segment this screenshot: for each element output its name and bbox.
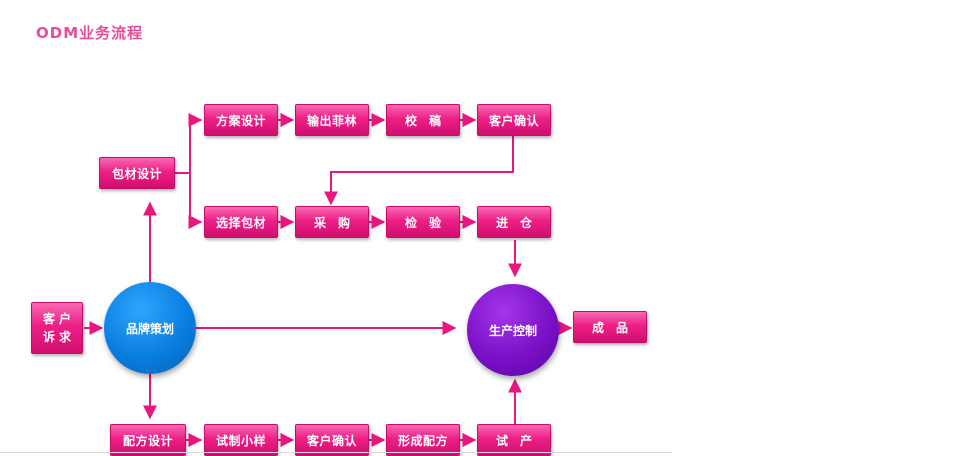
node-packaging-design: 包材设计 (99, 157, 175, 189)
arrow-confirm-to-purchase (324, 136, 514, 206)
node-final-formula: 形成配方 (386, 424, 460, 456)
node-production-control: 生产控制 (467, 284, 559, 376)
bottom-divider (0, 452, 672, 453)
node-output-film: 输出菲林 (295, 104, 369, 136)
node-brand-planning: 品牌策划 (104, 282, 196, 374)
node-customer-confirm-top: 客户确认 (477, 104, 551, 136)
node-choose-packaging: 选择包材 (204, 206, 278, 238)
node-purchase: 采 购 (295, 206, 369, 238)
node-formula-design: 配方设计 (110, 424, 186, 456)
node-proofread: 校 稿 (386, 104, 460, 136)
node-trial-sample: 试制小样 (204, 424, 278, 456)
branch-packaging (175, 113, 203, 174)
node-finished-product: 成 品 (573, 311, 647, 343)
node-customer-request: 客户 诉求 (31, 302, 83, 354)
node-customer-request-label: 客户 诉求 (42, 312, 75, 344)
node-customer-confirm-bottom: 客户确认 (295, 424, 369, 456)
node-plan-design: 方案设计 (204, 104, 278, 136)
page-title: ODM业务流程 (36, 24, 144, 42)
branch-packaging-lower (188, 173, 203, 229)
node-inspection: 检 验 (386, 206, 460, 238)
node-warehousing: 进 仓 (477, 206, 551, 238)
